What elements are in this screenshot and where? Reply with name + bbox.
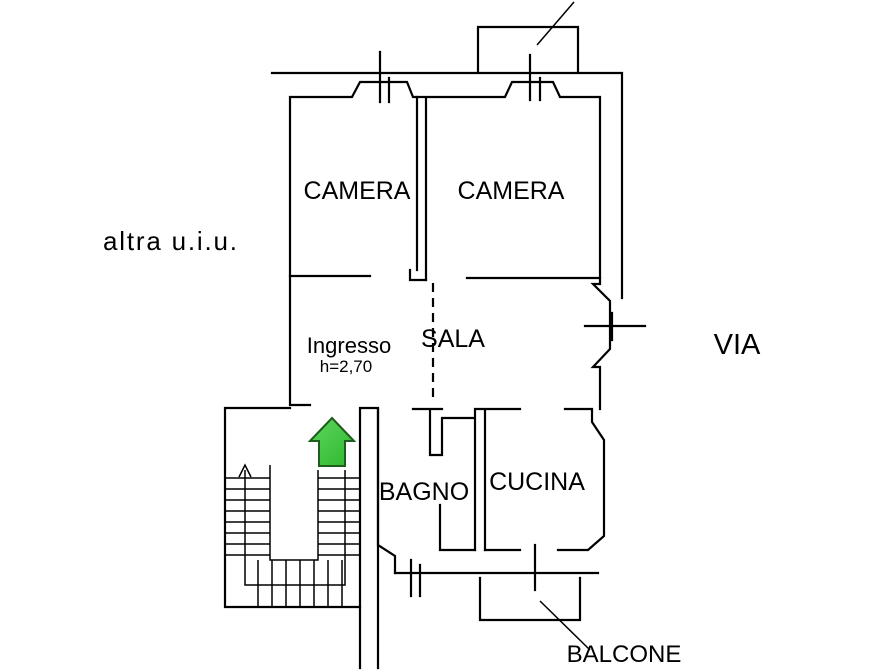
bottom-balcony-leader-line xyxy=(539,600,591,651)
kitchen-label: CUCINA xyxy=(489,468,585,496)
top-balcony-leader-line xyxy=(536,1,575,46)
living-room-window xyxy=(583,311,647,342)
bedroom-right-walls xyxy=(415,80,602,282)
bathroom-label: BAGNO xyxy=(379,478,469,506)
stairwell-wall xyxy=(358,406,380,670)
ceiling-height-label: h=2,70 xyxy=(320,357,372,376)
top-balcony xyxy=(476,25,580,73)
bedroom-partition-cap xyxy=(408,268,428,282)
stairs-inner-edges xyxy=(244,465,346,586)
entrance-label: Ingresso xyxy=(307,333,391,358)
entrance-arrow-icon xyxy=(307,416,357,467)
street-label: VIA xyxy=(714,329,761,361)
neighbor-unit-label: altra u.i.u. xyxy=(103,226,239,256)
stairs-steps-bottom xyxy=(257,560,343,607)
bedroom-left-label: CAMERA xyxy=(304,177,411,205)
kitchen-walls xyxy=(483,407,606,552)
stairs-steps-left xyxy=(225,477,270,556)
stairs-outline xyxy=(223,406,362,609)
entrance-walls xyxy=(288,274,312,407)
bedroom-right-label: CAMERA xyxy=(458,177,565,205)
living-room-right-wall xyxy=(590,276,612,411)
stairs-steps-right xyxy=(318,477,360,556)
interior-wall-lower xyxy=(411,407,522,552)
outer-wall-top xyxy=(270,71,624,300)
stairs-up-arrow-icon xyxy=(238,463,252,478)
balcony-label: BALCONE xyxy=(567,641,682,668)
living-room-label: SALA xyxy=(421,325,485,353)
bathroom-window-marks xyxy=(409,558,422,598)
top-window-marks xyxy=(378,50,542,104)
bottom-balcony xyxy=(478,576,582,622)
